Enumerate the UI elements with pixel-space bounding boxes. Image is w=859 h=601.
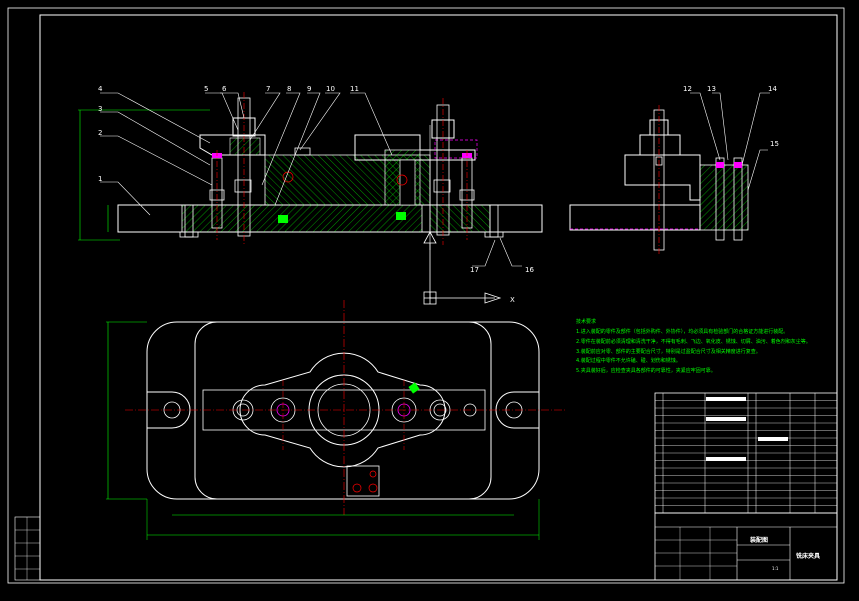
title-part-name: 铣床夹具 — [796, 552, 820, 560]
balloon-10: 10 — [326, 85, 335, 93]
balloon-5: 5 — [204, 85, 208, 93]
balloon-labels: 4 3 2 1 5 6 7 8 9 10 11 12 13 14 15 16 1… — [98, 85, 779, 274]
status-bar — [0, 593, 859, 601]
drawing-frame — [7, 7, 845, 584]
balloon-6: 6 — [222, 85, 227, 93]
balloon-2: 2 — [98, 129, 102, 137]
note-line-5: 5.夹具装好后，应检查夹具各部件的可靠性，夹紧应牢固可靠。 — [576, 367, 716, 374]
balloon-15: 15 — [770, 140, 779, 148]
side-view — [569, 92, 770, 255]
side-stamp-table — [14, 516, 41, 581]
title-ratio: 1:1 — [772, 566, 779, 571]
balloon-17: 17 — [470, 266, 479, 274]
balloon-12: 12 — [683, 85, 692, 93]
balloon-16: 16 — [525, 266, 534, 274]
balloon-14: 14 — [768, 85, 777, 93]
technical-notes: 技术要求 1.进入装配的零件及部件（包括外购件、外协件），均必须具有检验部门的合… — [576, 318, 811, 374]
balloon-9: 9 — [307, 85, 311, 93]
note-line-1: 1.进入装配的零件及部件（包括外购件、外协件），均必须具有检验部门的合格证方能进… — [576, 328, 788, 335]
balloon-7: 7 — [266, 85, 270, 93]
balloon-1: 1 — [98, 175, 102, 183]
title-drawing-name: 装配图 — [749, 536, 768, 544]
balloon-13: 13 — [707, 85, 716, 93]
notes-title: 技术要求 — [576, 318, 596, 325]
note-line-4: 4.装配过程中零件不允许磕、碰、划伤和锈蚀。 — [576, 357, 681, 364]
top-view — [106, 300, 565, 540]
balloon-3: 3 — [98, 105, 102, 113]
parts-list — [654, 392, 838, 514]
note-line-2: 2.零件在装配前必须清理和清洗干净，不得有毛刺、飞边、氧化皮、锈蚀、切屑、油污、… — [576, 338, 811, 345]
title-block: 装配图 铣床夹具 1:1 — [654, 512, 838, 581]
note-line-3: 3.装配前应对零、部件的主要配合尺寸，特别是过盈配合尺寸及相关精度进行复查。 — [576, 348, 761, 355]
front-view: X — [78, 92, 543, 305]
balloon-8: 8 — [287, 85, 291, 93]
axis-x-label: X — [510, 296, 515, 304]
leader-lines — [100, 92, 522, 267]
balloon-4: 4 — [98, 85, 103, 93]
balloon-11: 11 — [350, 85, 359, 93]
